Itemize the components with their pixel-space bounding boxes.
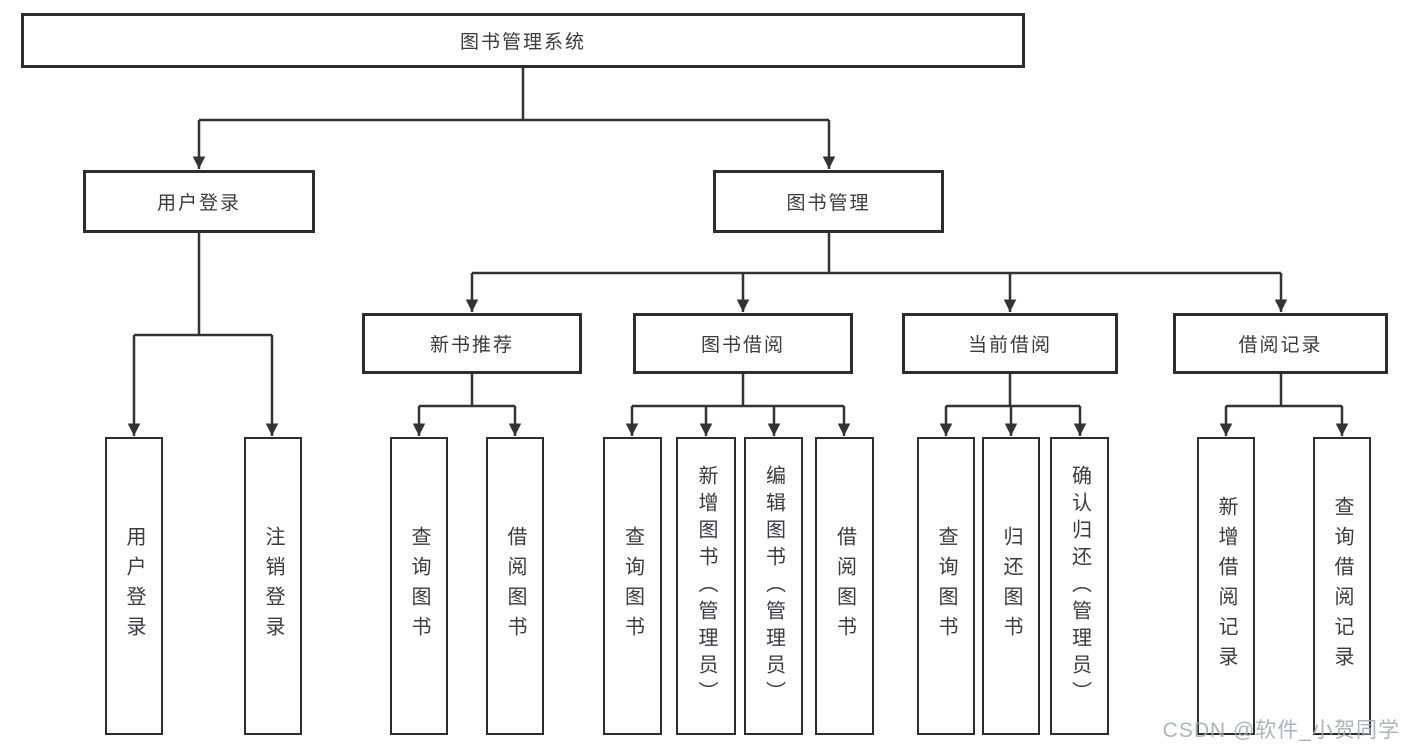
node-new-book-recommend: 新书推荐: [362, 313, 582, 374]
node-book-management: 图书管理: [713, 170, 944, 233]
leaf-borrow-book-2: 借阅图书: [815, 437, 874, 735]
leaf-return-book: 归还图书: [982, 437, 1040, 735]
leaf-query-book-3: 查询图书: [917, 437, 975, 735]
leaf-logout: 注销登录: [244, 437, 302, 735]
leaf-query-borrow-record: 查询借阅记录: [1313, 437, 1371, 735]
csdn-watermark: CSDN @软件_小贺同学: [1162, 719, 1400, 742]
leaf-borrow-book-1: 借阅图书: [486, 437, 544, 735]
node-user-login: 用户登录: [83, 170, 315, 233]
leaf-confirm-return-admin: 确认归还（管理员）: [1050, 437, 1109, 735]
leaf-add-borrow-record: 新增借阅记录: [1197, 437, 1255, 735]
node-book-borrow: 图书借阅: [633, 313, 853, 374]
leaf-query-book-1: 查询图书: [390, 437, 448, 735]
leaf-user-login: 用户登录: [105, 437, 163, 735]
leaf-query-book-2: 查询图书: [603, 437, 662, 735]
node-borrow-record: 借阅记录: [1173, 313, 1388, 374]
leaf-add-book-admin: 新增图书（管理员）: [676, 437, 736, 735]
leaf-edit-book-admin: 编辑图书（管理员）: [744, 437, 803, 735]
node-library-system: 图书管理系统: [21, 13, 1025, 68]
node-current-borrow: 当前借阅: [902, 313, 1118, 374]
connectors: [127, 68, 1349, 436]
